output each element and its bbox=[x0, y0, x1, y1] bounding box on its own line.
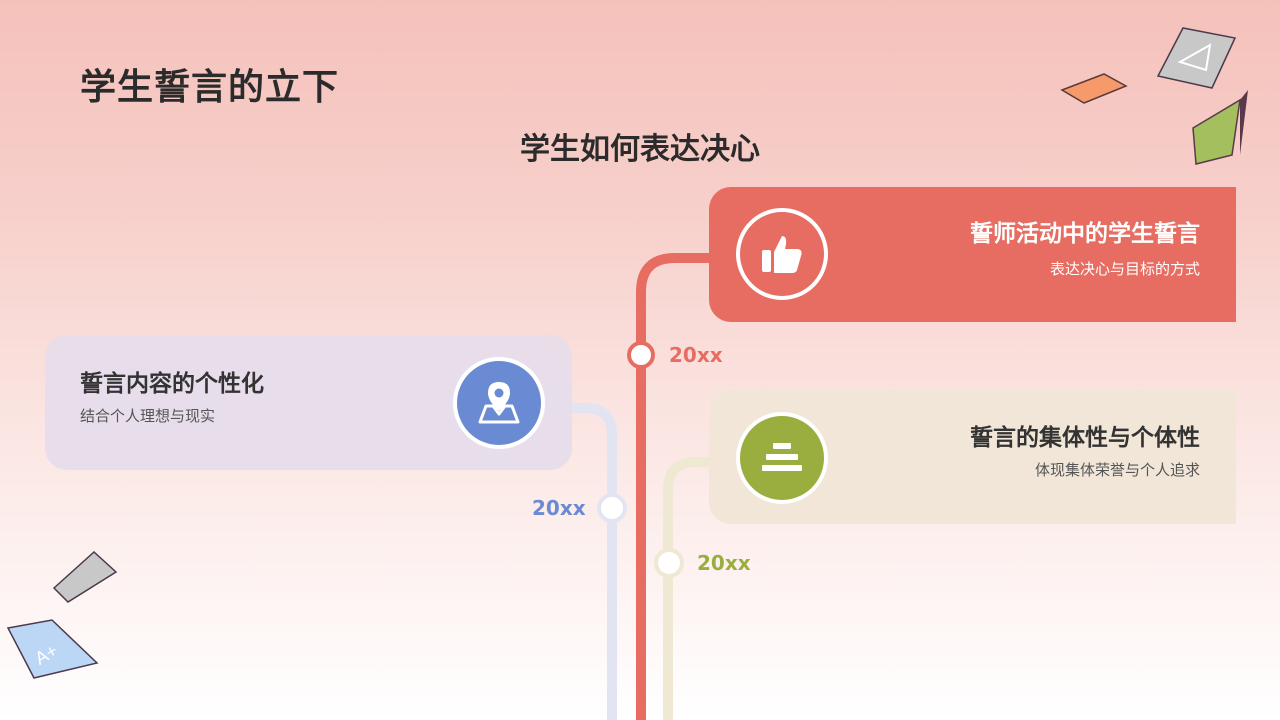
card-desc-oath-collective: 体现集体荣誉与个人追求 bbox=[1034, 461, 1200, 479]
badge-oath-personalization bbox=[453, 357, 545, 449]
card-title-oath-collective: 誓言的集体性与个体性 bbox=[970, 425, 1200, 451]
map-pin-icon bbox=[478, 382, 520, 424]
paper-orange-decoration bbox=[1060, 73, 1128, 104]
card-title-oath-personalization: 誓言内容的个性化 bbox=[80, 371, 264, 397]
paper-aplus-decoration: A+ bbox=[6, 619, 99, 679]
page-title: 学生誓言的立下 bbox=[80, 67, 340, 108]
badge-oath-collective bbox=[736, 412, 828, 504]
year-label-blue: 20xx bbox=[532, 496, 586, 520]
year-label-green: 20xx bbox=[697, 551, 751, 575]
card-desc-oath-personalization: 结合个人理想与现实 bbox=[80, 407, 216, 425]
stack-bars-icon bbox=[762, 443, 802, 471]
timeline-line-green bbox=[663, 457, 742, 720]
year-label-red: 20xx bbox=[669, 343, 723, 367]
card-desc-oath-activity: 表达决心与目标的方式 bbox=[1049, 260, 1200, 278]
timeline-node-green bbox=[654, 548, 684, 578]
paper-green-decoration bbox=[1192, 90, 1248, 165]
thumbs-up-icon bbox=[762, 236, 802, 273]
timeline-line-red bbox=[636, 253, 717, 720]
timeline-node-blue bbox=[597, 493, 627, 523]
page-subtitle: 学生如何表达决心 bbox=[520, 132, 760, 167]
paper-geometry-decoration bbox=[1156, 27, 1237, 89]
paper-gray-decoration bbox=[52, 550, 118, 603]
timeline-node-red bbox=[627, 341, 655, 369]
card-title-oath-activity: 誓师活动中的学生誓言 bbox=[970, 221, 1200, 247]
timeline-line-blue bbox=[540, 403, 617, 720]
badge-oath-activity bbox=[736, 208, 828, 300]
